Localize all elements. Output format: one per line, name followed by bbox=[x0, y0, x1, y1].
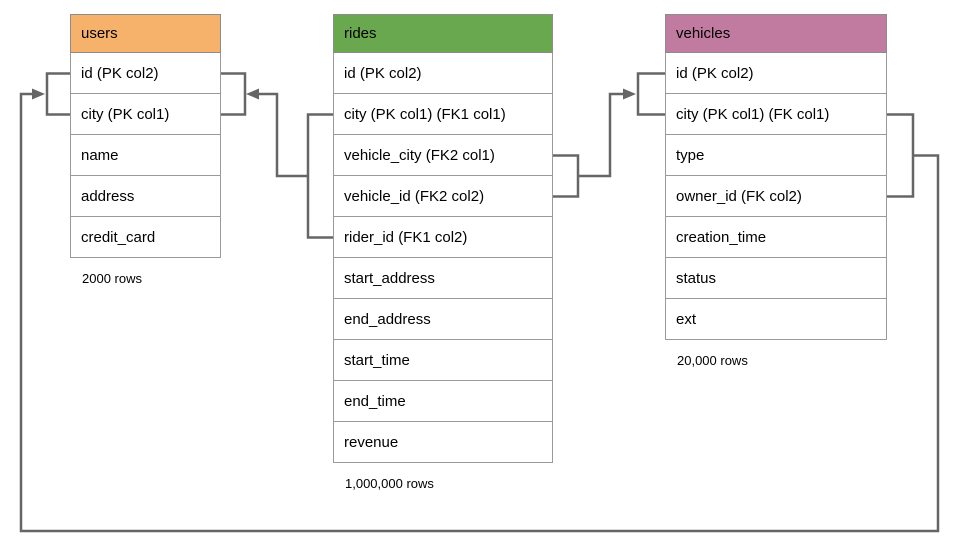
table-row: end_time bbox=[333, 381, 553, 422]
table-row: revenue bbox=[333, 422, 553, 463]
table-rides-header: rides bbox=[333, 14, 553, 53]
table-rides: rides id (PK col2) city (PK col1) (FK1 c… bbox=[333, 14, 553, 491]
table-row: credit_card bbox=[70, 217, 221, 258]
users-right-bracket bbox=[221, 72, 247, 116]
table-row: city (PK col1) (FK col1) bbox=[665, 94, 887, 135]
table-row: vehicle_id (FK2 col2) bbox=[333, 176, 553, 217]
vehicles-right-bracket bbox=[887, 113, 915, 198]
table-row: type bbox=[665, 135, 887, 176]
table-vehicles-header: vehicles bbox=[665, 14, 887, 53]
table-row: status bbox=[665, 258, 887, 299]
rides-right-bracket bbox=[553, 154, 580, 198]
table-row: creation_time bbox=[665, 217, 887, 258]
row-count-label: 1,000,000 rows bbox=[345, 476, 434, 491]
row-count-label: 20,000 rows bbox=[677, 353, 748, 368]
rides-left-bracket bbox=[306, 113, 333, 239]
table-row: start_address bbox=[333, 258, 553, 299]
table-users: users id (PK col2) city (PK col1) name a… bbox=[70, 14, 221, 286]
table-row: id (PK col2) bbox=[665, 53, 887, 94]
table-row: rider_id (FK1 col2) bbox=[333, 217, 553, 258]
row-count-label: 2000 rows bbox=[82, 271, 142, 286]
users-left-bracket bbox=[45, 72, 70, 116]
table-row: start_time bbox=[333, 340, 553, 381]
table-row: address bbox=[70, 176, 221, 217]
fk2-rides-to-vehicles-line bbox=[578, 92, 632, 178]
table-row: city (PK col1) bbox=[70, 94, 221, 135]
table-row: ext bbox=[665, 299, 887, 340]
arrowhead-into-vehicles-left bbox=[623, 88, 636, 100]
vehicles-left-bracket bbox=[636, 72, 665, 116]
table-row: id (PK col2) bbox=[333, 53, 553, 94]
table-row: end_address bbox=[333, 299, 553, 340]
table-row: owner_id (FK col2) bbox=[665, 176, 887, 217]
arrowhead-into-users-right bbox=[246, 88, 259, 100]
table-row: city (PK col1) (FK1 col1) bbox=[333, 94, 553, 135]
table-row: id (PK col2) bbox=[70, 53, 221, 94]
table-row: name bbox=[70, 135, 221, 176]
table-users-header: users bbox=[70, 14, 221, 53]
table-vehicles: vehicles id (PK col2) city (PK col1) (FK… bbox=[665, 14, 887, 368]
table-row: vehicle_city (FK2 col1) bbox=[333, 135, 553, 176]
fk1-rides-to-users-line bbox=[250, 92, 308, 178]
arrowhead-into-users-left bbox=[32, 88, 45, 100]
